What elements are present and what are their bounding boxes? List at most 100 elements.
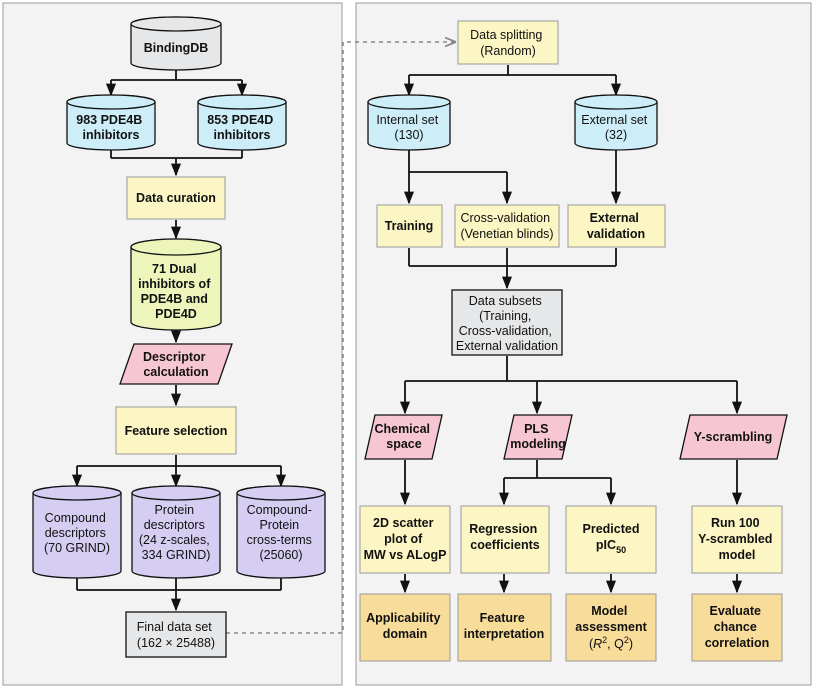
- svg-text:Y-scrambling: Y-scrambling: [694, 430, 773, 444]
- svg-text:Protein descriptors: Protein descriptors (24 z-scales, 334 GR…: [139, 503, 213, 562]
- svg-text:853 PDE4D inhibitors: 853 PDE4D inhibitors: [207, 113, 277, 142]
- svg-text:Predicted: Predicted: [583, 522, 640, 536]
- y-scrambling-node: Y-scrambling: [679, 414, 788, 460]
- dual-line-3: PDE4B and: [141, 292, 208, 306]
- data-curation-text: Data curation: [136, 191, 216, 205]
- subsets-line-2: (Training,: [479, 309, 531, 323]
- svg-text:Chemical space: Chemical space: [374, 422, 433, 451]
- dashed-link: [226, 42, 455, 634]
- protein-desc-line-3: (24 z-scales,: [139, 533, 210, 547]
- pde4b-line-1: 983 PDE4B: [76, 113, 142, 127]
- pde4d-node: 853 PDE4D inhibitors: [197, 94, 287, 151]
- run100-line-3: model: [719, 548, 756, 562]
- feature-selection-text: Feature selection: [125, 424, 228, 438]
- model-assess-close-paren: ): [629, 637, 633, 651]
- descriptor-calc-line-1: Descriptor: [143, 350, 206, 364]
- evaluate-line-1: Evaluate: [710, 604, 761, 618]
- svg-text:Feature interpretation: Feature interpretation: [464, 611, 545, 641]
- extval-line-2: validation: [587, 227, 645, 241]
- right-connectors: [399, 65, 743, 594]
- crossval-line-1: Cross-validation: [460, 211, 550, 225]
- regression-line-1: Regression: [469, 522, 537, 536]
- regression-line-2: coefficients: [470, 538, 540, 552]
- cross-terms-line-4: (25060): [259, 548, 302, 562]
- svg-text:Descriptor calculation: Descriptor calculation: [143, 350, 209, 379]
- bindingdb-label: BindingDB: [144, 41, 209, 55]
- cross-terms-line-1: Compound-: [247, 503, 312, 517]
- cross-terms-line-3: cross-terms: [247, 533, 312, 547]
- extval-line-1: External: [590, 211, 639, 225]
- evaluate-line-3: correlation: [705, 636, 770, 650]
- model-assess-q-sup: 2: [624, 635, 629, 645]
- svg-text:Data splitting (Random): Data splitting (Random): [470, 28, 546, 58]
- predicted-pic50-node: Predicted pIC50: [565, 505, 657, 574]
- chemspace-line-2: space: [386, 437, 421, 451]
- external-validation-node: External validation: [567, 204, 666, 248]
- cross-terms-line-2: Protein: [259, 518, 299, 532]
- chemspace-line-1: Chemical: [374, 422, 430, 436]
- svg-text:Compound- Protein: Compound- Protein cross-terms (25060): [247, 503, 316, 562]
- feature-interp-line-2: interpretation: [464, 627, 545, 641]
- evaluate-line-2: chance: [714, 620, 757, 634]
- pde4d-line-1: 853 PDE4D: [207, 113, 273, 127]
- descriptor-calc-line-2: calculation: [143, 365, 208, 379]
- splitting-line-2: (Random): [480, 44, 536, 58]
- dual-inhibitors-node: 71 Dual inhibitors of PDE4B and PDE4D: [130, 238, 222, 331]
- svg-text:Compound descriptors: Compound descriptors (70 GRIND): [44, 511, 110, 555]
- pls-line-2: modeling: [510, 437, 566, 451]
- pls-line-1: PLS: [524, 422, 548, 436]
- evaluate-correlation-node: Evaluate chance correlation: [691, 593, 783, 662]
- internal-line-1: Internal set: [376, 113, 438, 127]
- compound-desc-line-3: (70 GRIND): [44, 541, 110, 555]
- compound-desc-line-1: Compound: [45, 511, 106, 525]
- subsets-line-3: Cross-validation,: [459, 324, 552, 338]
- external-set-node: External set (32): [574, 94, 658, 151]
- svg-text:PLS modeling: PLS modeling: [510, 422, 566, 451]
- yscr-text: Y-scrambling: [694, 430, 773, 444]
- svg-text:Run 100 Y-scrambled: Run 100 Y-scrambled model: [698, 516, 776, 562]
- splitting-line-1: Data splitting: [470, 28, 542, 42]
- applicability-domain-node: Applicability domain: [359, 593, 451, 662]
- final-line-1: Final data set: [137, 620, 213, 634]
- svg-text:Internal set (130): Internal set (130): [376, 113, 441, 142]
- scatter-line-1: 2D scatter: [373, 516, 434, 530]
- dual-line-2: inhibitors of: [138, 277, 211, 291]
- dual-line-1: 71 Dual: [152, 262, 196, 276]
- crossval-line-2: (Venetian blinds): [460, 227, 553, 241]
- feature-interp-line-1: Feature: [480, 611, 525, 625]
- external-line-1: External set: [581, 113, 648, 127]
- protein-descriptors-node: Protein descriptors (24 z-scales, 334 GR…: [131, 485, 221, 579]
- compound-desc-line-2: descriptors: [45, 526, 106, 540]
- model-assess-open-paren: (: [589, 637, 594, 651]
- pde4b-node: 983 PDE4B inhibitors: [66, 94, 156, 151]
- scatter-plot-node: 2D scatter plot of MW vs ALogP: [359, 505, 451, 574]
- svg-text:Model assessment: Model assessment: [575, 604, 647, 634]
- protein-desc-line-2: descriptors: [144, 518, 205, 532]
- svg-text:Training: Training: [385, 219, 434, 233]
- training-text: Training: [385, 219, 434, 233]
- data-curation-node: Data curation: [126, 176, 226, 220]
- run100-line-1: Run 100: [711, 516, 760, 530]
- model-assess-q: , Q: [607, 637, 624, 651]
- svg-text:Final data set (162 × 25: Final data set (162 × 25488): [137, 620, 216, 650]
- svg-text:(R2, Q2): (R2, Q2): [589, 635, 633, 651]
- run-100-node: Run 100 Y-scrambled model: [691, 505, 783, 574]
- final-dataset-node: Final data set (162 × 25488): [125, 611, 227, 658]
- cross-validation-node: Cross-validation (Venetian blinds): [454, 204, 560, 248]
- internal-set-node: Internal set (130): [367, 94, 451, 151]
- svg-text:Data curation: Data curation: [136, 191, 216, 205]
- svg-text:pIC50: pIC50: [596, 538, 626, 555]
- chemical-space-node: Chemical space: [364, 414, 443, 460]
- bindingdb-text: BindingDB: [144, 41, 209, 55]
- training-node: Training: [376, 204, 443, 248]
- svg-text:External validation: External validation: [587, 211, 645, 241]
- subsets-line-1: Data subsets: [469, 294, 542, 308]
- scatter-line-3: MW vs ALogP: [364, 548, 447, 562]
- model-assess-r: R: [593, 637, 602, 651]
- compound-descriptors-node: Compound descriptors (70 GRIND): [32, 485, 122, 579]
- svg-text:Cross-validation (Veneti: Cross-validation (Venetian blinds): [460, 211, 553, 241]
- feature-selection-node: Feature selection: [115, 406, 237, 455]
- run100-line-2: Y-scrambled: [698, 532, 772, 546]
- svg-text:2D scatter plot of: 2D scatter plot of MW vs ALogP: [364, 516, 447, 562]
- model-assess-line-2: assessment: [575, 620, 647, 634]
